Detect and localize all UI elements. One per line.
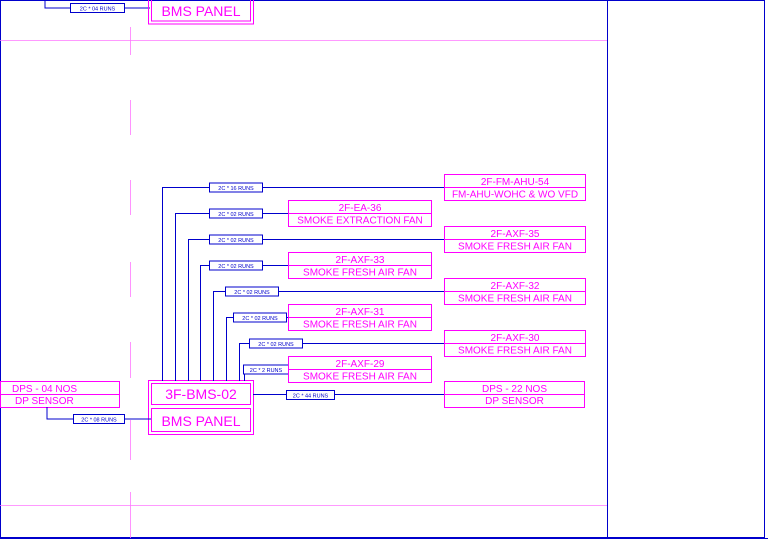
top-cable-tag-box [70,3,125,13]
device-description: FM-AHU-WOHC & WO VFD [452,190,578,201]
cable-tag-box [233,312,287,323]
device-tag: 2F-AXF-32 [491,281,540,292]
cable-tag-box [209,208,263,219]
right-sensor-cable-tag-box [286,390,335,400]
left-dp-sensor: DPS - 04 NOS DP SENSOR 2C * 08 RUNS [0,381,151,424]
device-description: SMOKE FRESH AIR FAN [303,372,417,383]
device-tag: 2F-AXF-30 [491,333,540,344]
left-cable-tag-box [73,414,125,424]
top-bms-panel-label: BMS PANEL [161,3,240,19]
main-panel-id: 3F-BMS-02 [165,386,237,402]
cable-tag: 2C * 02 RUNS [218,212,254,218]
cable-tag: 2C * 2 RUNS [250,368,283,374]
device-description: SMOKE FRESH AIR FAN [458,346,572,357]
left-dp-sensor-line2: DP SENSOR [15,396,74,407]
top-bms-panel-inner [151,0,251,22]
cable-tag: 2C * 02 RUNS [218,264,254,270]
device-description: SMOKE FRESH AIR FAN [303,268,417,279]
cable-tag: 2C * 16 RUNS [218,186,254,192]
cable-tag-box [249,338,303,349]
left-dp-sensor-line1: DPS - 04 NOS [12,384,77,395]
device-tag: 2F-AXF-35 [491,229,540,240]
device-tag: 2F-EA-36 [339,203,382,214]
right-dp-sensor-line2: DP SENSOR [485,396,544,407]
device-description: SMOKE EXTRACTION FAN [297,216,423,227]
cable-tag-box [209,234,263,245]
cable-tag-box [209,260,263,271]
device-description: SMOKE FRESH AIR FAN [458,294,572,305]
cable-tag: 2C * 02 RUNS [218,238,254,244]
device-tag: 2F-AXF-29 [336,359,385,370]
right-sensor-cable-tag: 2C * 44 RUNS [293,394,329,400]
device-tag: 2F-FM-AHU-54 [481,177,550,188]
cable-tag: 2C * 02 RUNS [234,290,270,296]
cable-tag: 2C * 02 RUNS [242,316,278,322]
right-dp-sensor-line1: DPS - 22 NOS [482,384,547,395]
device-tag: 2F-AXF-31 [336,307,385,318]
device-description: SMOKE FRESH AIR FAN [458,242,572,253]
top-bms-panel-outer [148,0,254,25]
main-bms-panel: 3F-BMS-02 BMS PANEL [148,380,254,435]
cable-tag-box [209,182,263,193]
right-dp-sensor: 2C * 44 RUNS DPS - 22 NOS DP SENSOR [253,381,585,408]
left-cable-tag: 2C * 08 RUNS [81,418,117,424]
device-description: SMOKE FRESH AIR FAN [303,320,417,331]
top-fragment: 2C * 04 RUNS BMS PANEL [44,0,254,25]
top-cable-tag: 2C * 04 RUNS [80,7,116,13]
device-tag: 2F-AXF-33 [336,255,385,266]
main-panel-label: BMS PANEL [161,413,240,429]
cable-tag-box [225,286,279,297]
cable-tag: 2C * 02 RUNS [258,342,294,348]
